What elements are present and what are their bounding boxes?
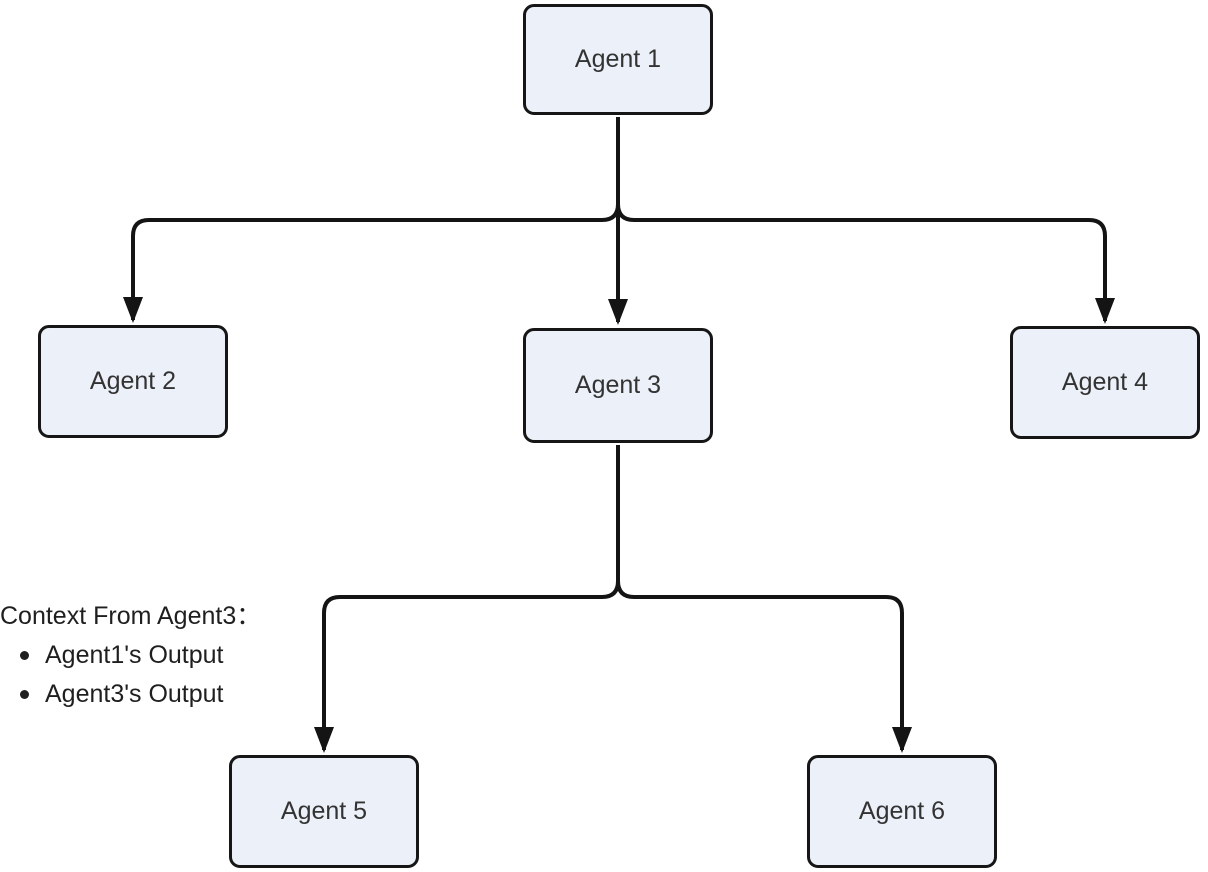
context-annotation-item: Agent1's Output bbox=[0, 639, 300, 672]
node-agent-3: Agent 3 bbox=[523, 328, 713, 443]
context-annotation-title: Context From Agent3： bbox=[0, 602, 262, 630]
edge-agent1-agent4 bbox=[616, 117, 1115, 324]
context-annotation-item-text: Agent1's Output bbox=[45, 641, 224, 669]
edge-agent1-agent2 bbox=[123, 117, 620, 323]
context-annotation-item: Agent3's Output bbox=[0, 678, 300, 711]
bullet-icon bbox=[20, 690, 29, 699]
node-agent-3-label: Agent 3 bbox=[574, 371, 662, 399]
context-annotation: Context From Agent3： Agent1's Output Age… bbox=[0, 600, 300, 717]
node-agent-4-label: Agent 4 bbox=[1061, 368, 1149, 396]
node-agent-6: Agent 6 bbox=[807, 755, 997, 868]
node-agent-2-label: Agent 2 bbox=[89, 367, 177, 395]
edge-agent3-agent6 bbox=[616, 445, 912, 753]
bullet-icon bbox=[20, 651, 29, 660]
context-annotation-list: Agent1's Output Agent3's Output bbox=[0, 639, 300, 711]
context-annotation-item-text: Agent3's Output bbox=[45, 680, 224, 708]
node-agent-1-label: Agent 1 bbox=[574, 45, 662, 73]
node-agent-2: Agent 2 bbox=[38, 325, 228, 438]
node-agent-6-label: Agent 6 bbox=[858, 797, 946, 825]
node-agent-1: Agent 1 bbox=[523, 4, 713, 115]
node-agent-4: Agent 4 bbox=[1010, 326, 1200, 439]
edge-agent3-agent5 bbox=[314, 445, 620, 753]
node-agent-5: Agent 5 bbox=[229, 755, 419, 868]
node-agent-5-label: Agent 5 bbox=[280, 797, 368, 825]
